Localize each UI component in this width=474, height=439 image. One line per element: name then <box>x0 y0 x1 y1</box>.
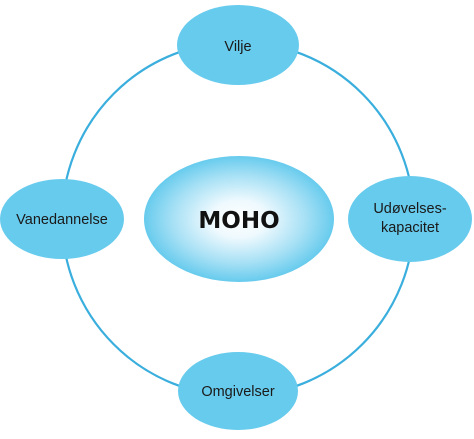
center-node-moho-shape <box>144 156 334 282</box>
node-omgivelser-label: Omgivelser <box>201 384 274 400</box>
node-omgivelser: Omgivelser <box>178 352 298 430</box>
node-omgivelser-shape <box>178 352 298 430</box>
node-vilje-shape <box>177 5 299 85</box>
center-node-moho-label: MOHO <box>198 208 279 234</box>
node-udoevelseskapacitet-label-line2: kapacitet <box>381 220 439 236</box>
node-vanedannelse: Vanedannelse <box>0 179 124 259</box>
node-vilje: Vilje <box>177 5 299 85</box>
node-udoevelseskapacitet-label-line1: Udøvelses- <box>373 201 446 217</box>
node-udoevelseskapacitet: Udøvelses- kapacitet <box>348 176 472 262</box>
node-vanedannelse-label: Vanedannelse <box>16 212 108 228</box>
node-vanedannelse-shape <box>0 179 124 259</box>
node-vilje-label: Vilje <box>224 39 251 55</box>
node-udoevelseskapacitet-shape <box>348 176 472 262</box>
center-node-moho: MOHO <box>144 156 334 282</box>
